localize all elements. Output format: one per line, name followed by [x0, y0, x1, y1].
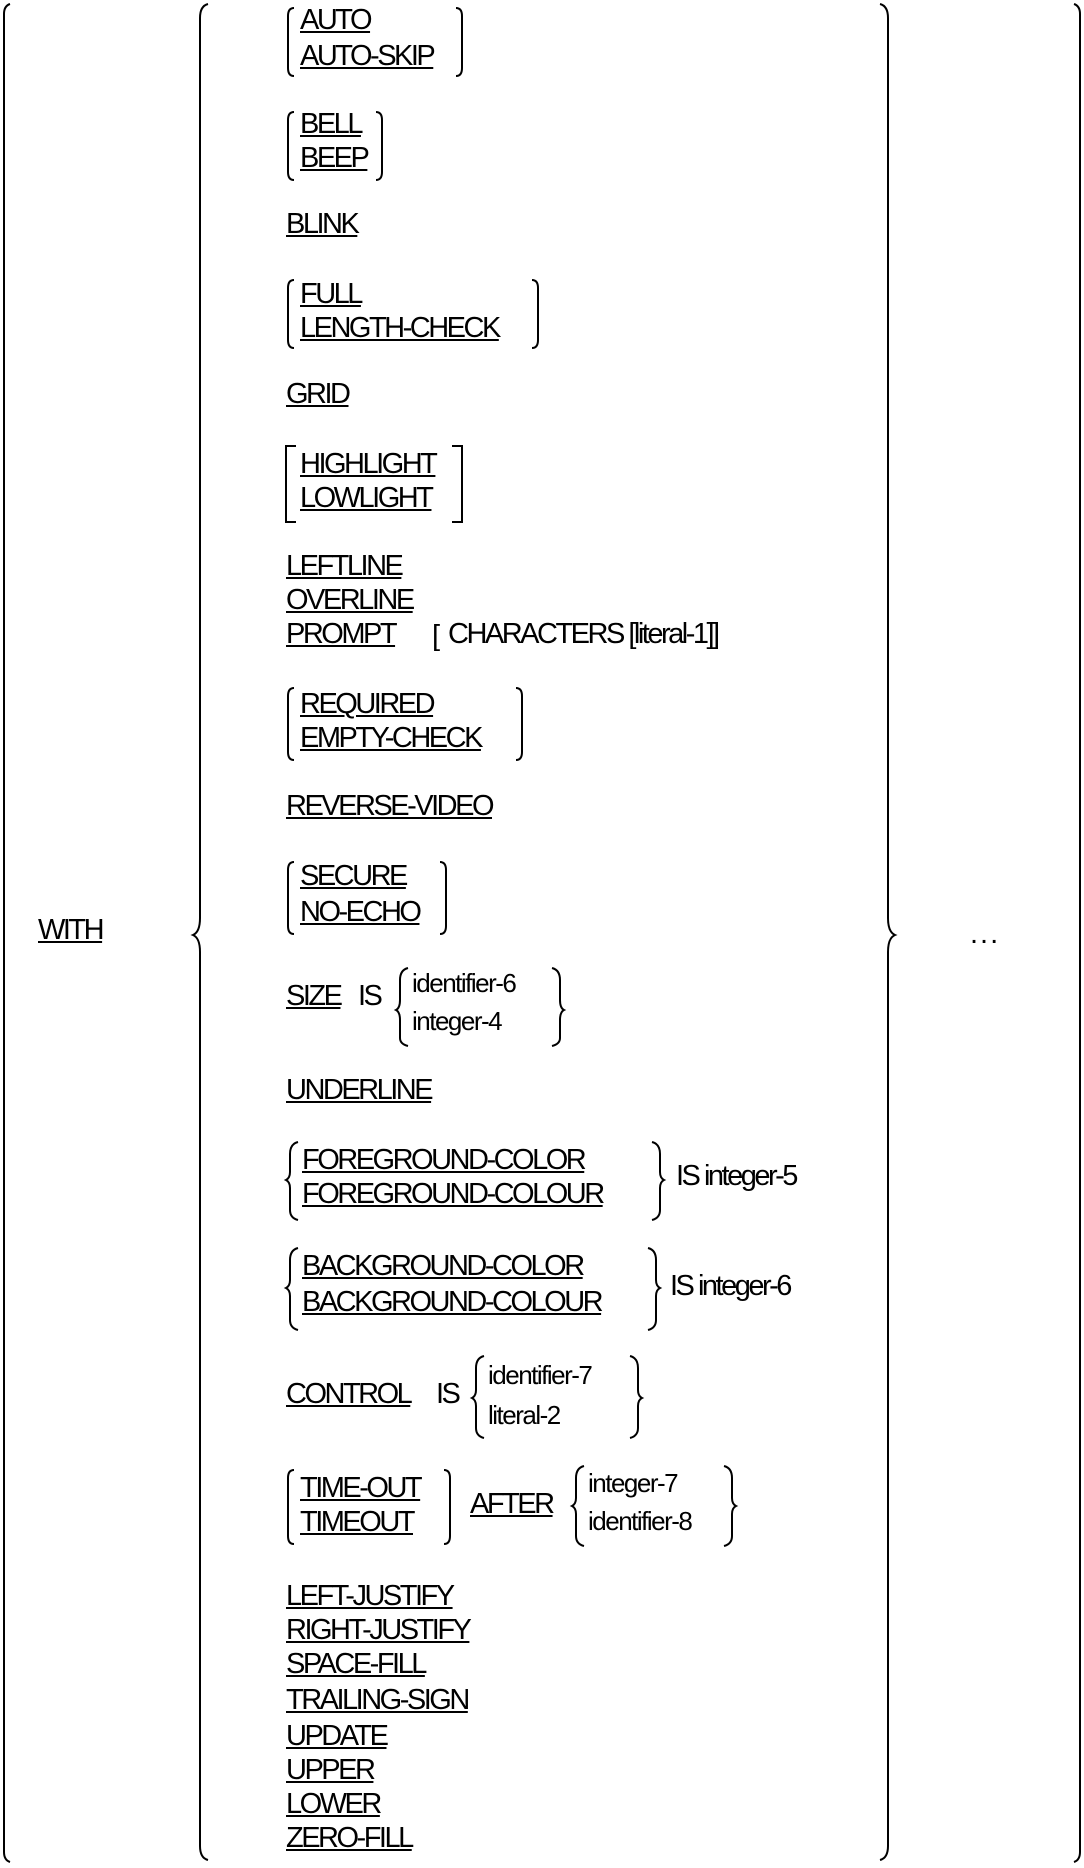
- foreground-is-integer-5: IS integer-5: [676, 1160, 798, 1192]
- size-keyword: SIZE: [286, 980, 343, 1012]
- zero-fill-keyword: ZERO-FILL: [286, 1822, 414, 1854]
- control-is: IS: [436, 1378, 461, 1410]
- empty-check-option: EMPTY-CHECK: [300, 722, 483, 754]
- blink-keyword: BLINK: [286, 208, 360, 240]
- after-keyword: AFTER: [470, 1488, 555, 1520]
- after-identifier-8: identifier-8: [588, 1506, 693, 1536]
- trailing-sign-keyword: TRAILING-SIGN: [286, 1684, 470, 1716]
- bell-option: BELL: [300, 108, 363, 140]
- timeout-option: TIMEOUT: [300, 1506, 416, 1538]
- required-option: REQUIRED: [300, 688, 436, 720]
- highlight-option: HIGHLIGHT: [300, 448, 438, 480]
- size-is: IS: [358, 980, 383, 1012]
- underline-keyword: UNDERLINE: [286, 1074, 434, 1106]
- update-keyword: UPDATE: [286, 1720, 389, 1752]
- secure-option: SECURE: [300, 860, 408, 892]
- overline-keyword: OVERLINE: [286, 584, 415, 616]
- upper-keyword: UPPER: [286, 1754, 376, 1786]
- prompt-characters: CHARACTERS [literal-1]]: [448, 618, 720, 650]
- outer-right-bracket: [1073, 3, 1081, 1863]
- space-fill-keyword: SPACE-FILL: [286, 1648, 427, 1680]
- lowlight-option: LOWLIGHT: [300, 482, 434, 514]
- auto-option: AUTO: [300, 4, 373, 36]
- leftline-keyword: LEFTLINE: [286, 550, 404, 582]
- beep-option: BEEP: [300, 142, 370, 174]
- control-literal-2: literal-2: [488, 1400, 561, 1430]
- with-keyword: WITH: [38, 914, 105, 946]
- background-color-option: BACKGROUND-COLOR: [302, 1250, 585, 1282]
- length-check-option: LENGTH-CHECK: [300, 312, 501, 344]
- left-justify-keyword: LEFT-JUSTIFY: [286, 1580, 455, 1612]
- background-is-integer-6: IS integer-6: [670, 1270, 792, 1302]
- ellipsis: ...: [970, 918, 1001, 950]
- auto-skip-option: AUTO-SKIP: [300, 40, 436, 72]
- after-integer-7: integer-7: [588, 1468, 679, 1498]
- no-echo-option: NO-ECHO: [300, 896, 422, 928]
- size-integer-4: integer-4: [412, 1006, 503, 1036]
- outer-left-bracket: [3, 3, 11, 1863]
- prompt-open-bracket: [: [432, 620, 440, 652]
- reverse-video-keyword: REVERSE-VIDEO: [286, 790, 495, 822]
- big-left-brace: [190, 3, 209, 1861]
- background-colour-option: BACKGROUND-COLOUR: [302, 1286, 604, 1318]
- foreground-colour-option: FOREGROUND-COLOUR: [302, 1178, 605, 1210]
- foreground-color-option: FOREGROUND-COLOR: [302, 1144, 587, 1176]
- control-identifier-7: identifier-7: [488, 1360, 593, 1390]
- full-option: FULL: [300, 278, 363, 310]
- control-keyword: CONTROL: [286, 1378, 413, 1410]
- grid-keyword: GRID: [286, 378, 351, 410]
- big-right-brace: [879, 3, 898, 1861]
- time-out-option: TIME-OUT: [300, 1472, 423, 1504]
- prompt-keyword: PROMPT: [286, 618, 398, 650]
- right-justify-keyword: RIGHT-JUSTIFY: [286, 1614, 472, 1646]
- lower-keyword: LOWER: [286, 1788, 382, 1820]
- size-identifier-6: identifier-6: [412, 968, 517, 998]
